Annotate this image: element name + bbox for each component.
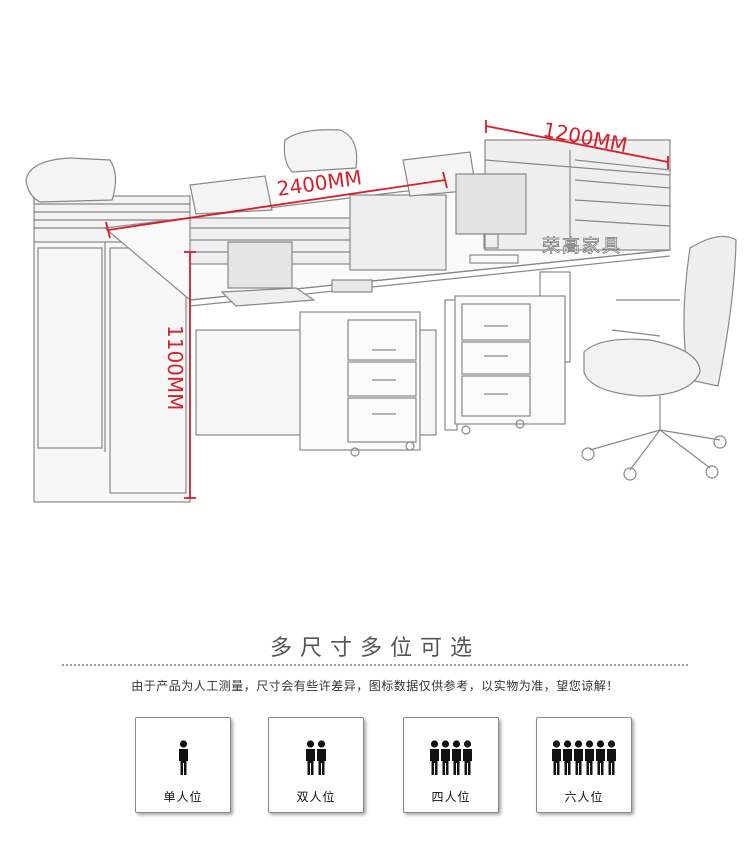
person-icon [317,740,326,775]
option-six-seat[interactable]: 六人位 [536,717,632,813]
person-icon [178,740,188,775]
person-icon [596,740,605,775]
person-icon [441,740,450,775]
width-dimension-line [107,179,446,231]
left-partition [33,239,191,503]
office-chair [581,235,737,481]
laptop [220,241,316,307]
chair-back-center [283,129,358,173]
people-icon-group [269,740,363,776]
person-icon [306,740,315,775]
option-label: 六人位 [564,790,604,804]
person-icon [574,740,583,775]
option-label: 双人位 [296,790,336,804]
people-icon-group [136,740,230,776]
imac-monitor [455,173,527,264]
option-label: 单人位 [163,790,203,804]
people-icon-group [537,740,631,776]
workstation-illustration: 2400MM 1200MM 1100MM 荣高家具 [25,117,737,503]
person-icon [452,740,461,775]
person-icon [607,740,616,775]
chair-back-left [25,157,117,203]
person-icon [463,740,472,775]
option-single-seat[interactable]: 单人位 [135,717,231,813]
dotted-divider [62,664,688,666]
option-four-seat[interactable]: 四人位 [403,717,499,813]
measurement-notice: 由于产品为人工测量，尺寸会有些许差异，图标数据仅供参考，以实物为准，望您谅解！ [131,679,619,693]
person-icon [552,740,561,775]
pedestal-left [299,311,421,457]
people-icon-group [404,740,498,776]
option-label: 四人位 [431,790,471,804]
height-label: 1100MM [163,325,187,410]
person-icon [430,740,439,775]
person-icon [563,740,572,775]
section-title: 多尺寸多位可选 [269,636,480,661]
person-icon [585,740,594,775]
brand-watermark: 荣高家具 [542,236,622,257]
depth-dimension-line [485,125,669,163]
option-double-seat[interactable]: 双人位 [268,717,364,813]
pedestal-right [454,295,566,435]
